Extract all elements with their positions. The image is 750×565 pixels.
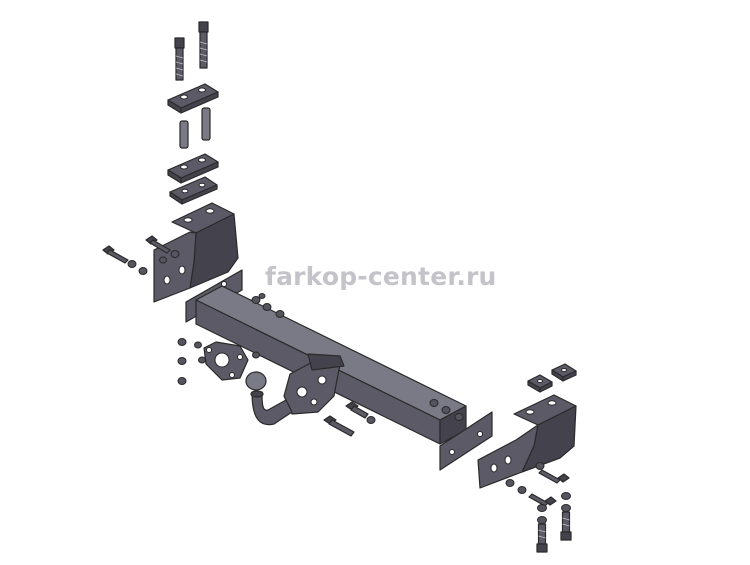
top-bolt-left xyxy=(174,37,185,81)
crossbar-nuts-right xyxy=(429,399,464,421)
bottom-bolt-left xyxy=(536,504,548,553)
top-bolt-right xyxy=(198,21,209,69)
left-side-bolt-upper xyxy=(145,235,171,254)
ball-mount-bolt-lower xyxy=(323,415,355,437)
tow-ball xyxy=(245,371,293,426)
right-mounting-bracket xyxy=(477,394,577,489)
right-side-washers xyxy=(505,462,545,494)
right-clamp-plate-right xyxy=(551,363,577,382)
spacer-tube-right xyxy=(201,107,211,141)
spacer-tube-left xyxy=(179,120,189,149)
bottom-bolt-right xyxy=(560,492,572,541)
crossbar-nuts-left xyxy=(251,293,285,318)
watermark-text: farkop-center.ru xyxy=(265,262,497,291)
right-clamp-plate-left xyxy=(527,374,553,393)
upper-clamp-plate xyxy=(167,83,219,114)
socket-hardware-nuts xyxy=(177,338,260,385)
ball-mount-bolt-upper xyxy=(345,401,376,424)
socket-plate xyxy=(203,341,249,381)
right-side-bolt-upper xyxy=(538,469,570,484)
left-side-bolt-lower xyxy=(102,245,129,264)
ball-mount-bracket xyxy=(283,353,345,415)
left-side-washers xyxy=(127,250,180,275)
lower-clamp-plate xyxy=(169,176,218,205)
middle-clamp-plate xyxy=(167,153,219,184)
